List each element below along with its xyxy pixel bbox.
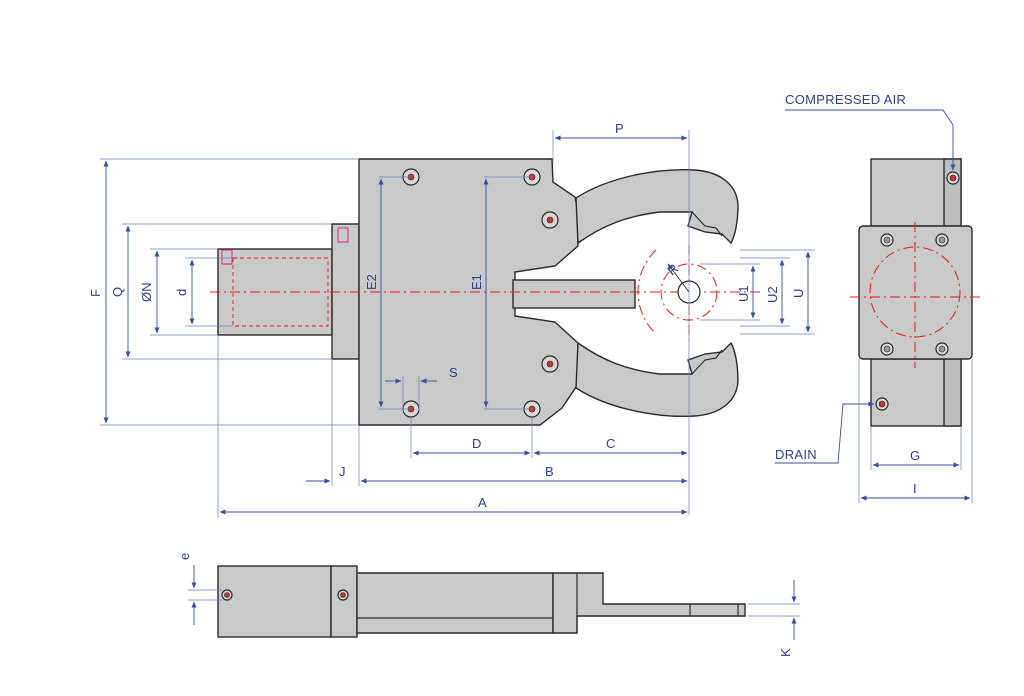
- upper-jaw-tip: [691, 211, 723, 237]
- drain-label: DRAIN: [775, 447, 817, 462]
- cylinder-hidden-bore: [232, 257, 329, 327]
- top-body: [356, 572, 554, 634]
- compressed-air-leader: [785, 109, 956, 171]
- hole: [938, 345, 946, 353]
- label-n: ØN: [139, 283, 154, 303]
- side-holes: [880, 233, 949, 356]
- label-i: I: [913, 481, 917, 496]
- radius-line: [667, 263, 690, 293]
- side-bottom-cap: [943, 358, 962, 427]
- label-u1: U1: [736, 285, 751, 302]
- label-u2: U2: [765, 286, 780, 303]
- upper-jaw: [575, 169, 739, 245]
- hole: [546, 360, 554, 368]
- lower-jaw: [575, 341, 739, 417]
- label-b: B: [545, 464, 554, 479]
- lower-jaw-tip: [691, 349, 723, 375]
- drain-port-inner: [878, 400, 886, 408]
- top-view: e K: [177, 553, 800, 657]
- compressed-air-label: COMPRESSED AIR: [785, 92, 906, 107]
- label-k: K: [778, 648, 793, 657]
- hole: [883, 345, 891, 353]
- side-top-cap: [943, 158, 962, 227]
- cylinder-port: [221, 249, 233, 265]
- label-e2: E2: [364, 274, 379, 290]
- label-p: P: [615, 121, 624, 136]
- label-f: F: [88, 289, 103, 297]
- label-a: A: [478, 495, 487, 510]
- plunger: [512, 279, 636, 309]
- label-e: e: [177, 553, 192, 560]
- top-collar: [330, 565, 358, 638]
- collar-port: [337, 227, 349, 243]
- front-view: P F Q ØN d E2 E1 S: [88, 121, 815, 518]
- compressed-air-port-inner: [949, 174, 957, 182]
- label-q: Q: [110, 287, 125, 297]
- hole: [546, 216, 554, 224]
- top-cylinder: [217, 565, 332, 638]
- side-bore-circle: [869, 246, 961, 338]
- top-port-left-inner: [224, 592, 230, 598]
- label-d: d: [174, 289, 189, 296]
- drain-leader: [775, 401, 875, 464]
- label-d-upper: D: [472, 436, 481, 451]
- label-u: U: [791, 289, 806, 298]
- label-c: C: [606, 436, 615, 451]
- hole: [938, 236, 946, 244]
- hole: [883, 236, 891, 244]
- top-jaw-block: [552, 572, 746, 634]
- top-port-right-inner: [340, 592, 346, 598]
- grip-arc-u2: [637, 249, 657, 335]
- label-e1: E1: [469, 274, 484, 290]
- label-g: G: [910, 448, 920, 463]
- label-s: S: [449, 365, 458, 380]
- label-j: J: [339, 464, 346, 479]
- side-view: COMPRESSED AIR DRAIN G I: [775, 92, 980, 503]
